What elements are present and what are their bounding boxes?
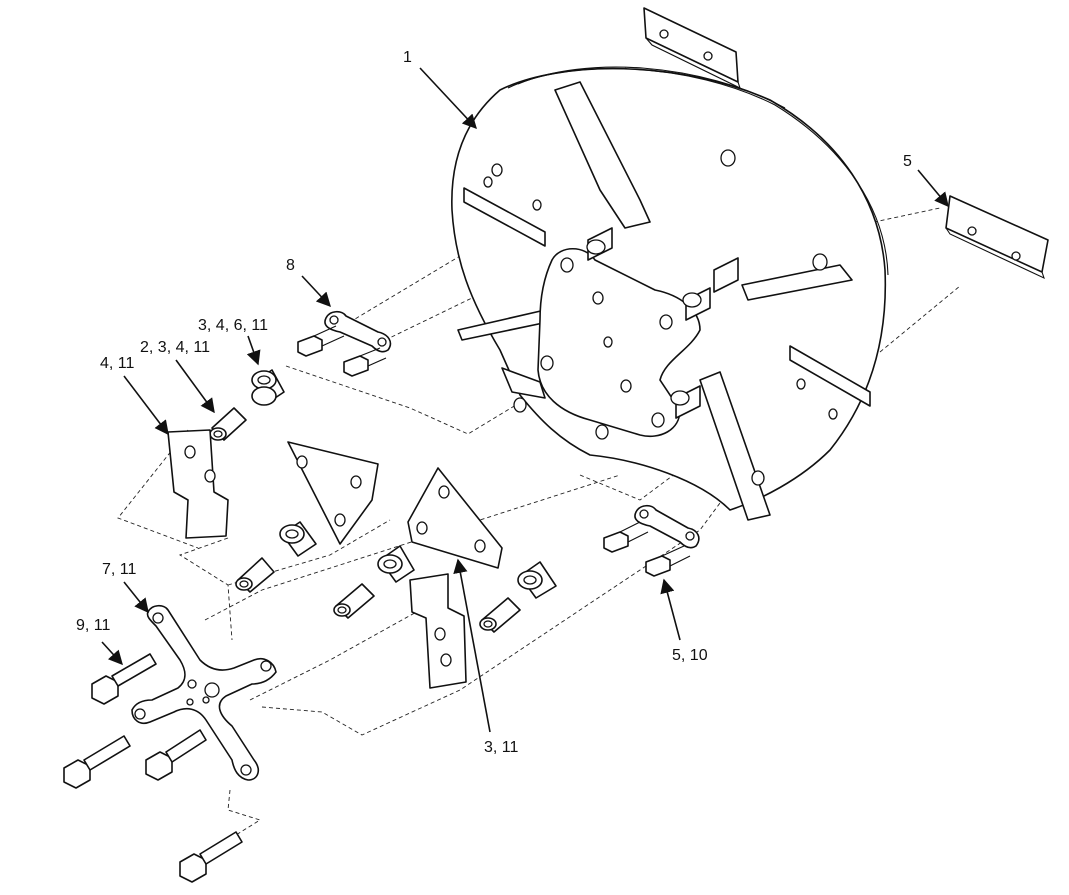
spacer-bushing-mid-2 xyxy=(235,557,275,593)
retainer-clip-lower xyxy=(603,504,700,577)
hex-bolt-2 xyxy=(63,735,131,789)
retainer-clip-upper xyxy=(297,310,392,377)
callout-5-10: 5, 10 xyxy=(672,647,708,664)
callout-1: 1 xyxy=(403,49,412,66)
callout-labels: 1 5 8 3, 4, 6, 11 2, 3, 4, 11 4, 11 7, 1… xyxy=(76,49,912,756)
bent-bracket-left xyxy=(167,429,229,539)
leader-arrows xyxy=(101,67,949,733)
hex-bolt-3 xyxy=(145,729,207,781)
hex-bolt-1 xyxy=(91,653,157,705)
spacer-bushing-right-2 xyxy=(479,597,521,633)
callout-4-11: 4, 11 xyxy=(100,355,135,372)
triangle-plate-right xyxy=(407,467,503,569)
callout-5-top: 5 xyxy=(903,153,912,170)
spacer-bushing-mid-3 xyxy=(377,545,415,583)
callout-2-3-4-11: 2, 3, 4, 11 xyxy=(140,339,210,356)
callout-9-11: 9, 11 xyxy=(76,617,111,634)
blade-plate-right xyxy=(945,195,1049,280)
triangle-plate-left xyxy=(287,441,379,545)
main-disc-part-1 xyxy=(451,66,889,521)
callout-8: 8 xyxy=(286,257,295,274)
spacer-bushing-mid-4 xyxy=(333,583,375,619)
spacer-bushing-right-1 xyxy=(517,561,557,599)
star-plate xyxy=(131,604,277,781)
bent-bracket-center xyxy=(409,573,467,689)
blade-plate-top xyxy=(643,7,741,90)
spacer-bushing-upper-small xyxy=(209,407,247,441)
spacer-bushing-upper-large xyxy=(251,369,285,406)
spacer-bushing-mid-1 xyxy=(279,521,317,557)
callout-3-4-6-11: 3, 4, 6, 11 xyxy=(198,317,268,334)
callout-7-11: 7, 11 xyxy=(102,561,137,578)
callout-3-11: 3, 11 xyxy=(484,739,519,756)
hex-bolt-4 xyxy=(179,831,243,883)
